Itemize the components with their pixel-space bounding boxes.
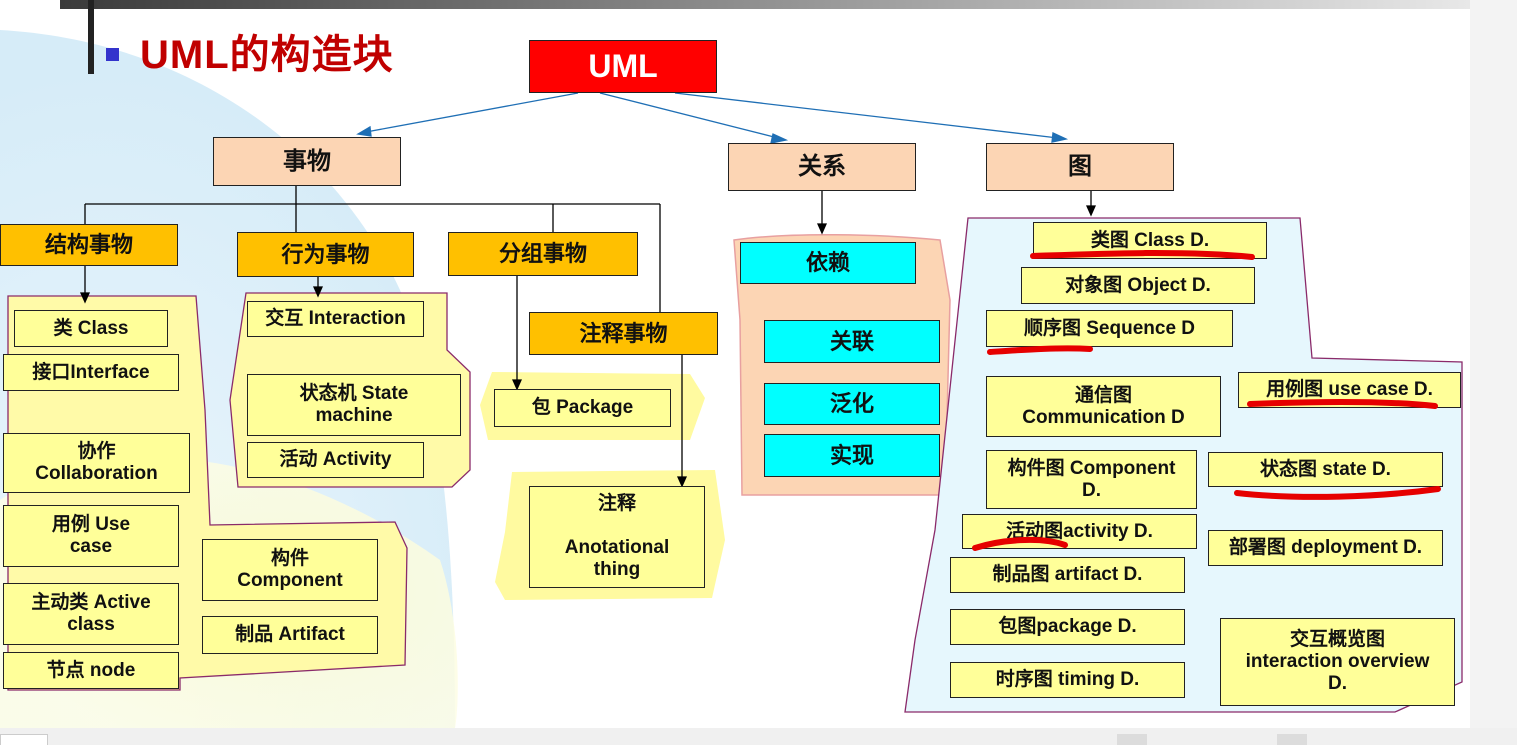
relations-category-box: 关系 bbox=[728, 143, 916, 191]
item-active-class: 主动类 Active class bbox=[3, 583, 179, 645]
underline-use-case-diagram bbox=[1247, 399, 1438, 409]
annotation-overlay bbox=[972, 250, 1441, 551]
title-vertical-bar bbox=[88, 0, 94, 74]
grouping-things-box: 分组事物 bbox=[448, 232, 638, 276]
item-component: 构件 Component bbox=[202, 539, 378, 601]
arrowhead-relations bbox=[770, 133, 789, 144]
arrowhead-diagrams bbox=[1051, 132, 1069, 143]
status-bar-button-right[interactable] bbox=[1277, 734, 1307, 745]
arrowhead-relations-items bbox=[816, 223, 828, 235]
item-interface: 接口Interface bbox=[3, 354, 179, 391]
connector-uml-diagrams bbox=[674, 92, 1059, 139]
bottom-status-bar bbox=[0, 728, 1517, 745]
uml-root-box: UML bbox=[529, 40, 717, 93]
diagram-communication: 通信图 Communication D bbox=[986, 376, 1221, 437]
title-bullet bbox=[106, 48, 119, 61]
slide-tab[interactable] bbox=[0, 734, 48, 745]
item-state-machine: 状态机 State machine bbox=[247, 374, 461, 436]
relations-region bbox=[733, 233, 951, 496]
relation-realization: 实现 bbox=[764, 434, 940, 477]
top-decor-bar bbox=[60, 0, 1470, 9]
arrowhead-structural-items bbox=[79, 292, 91, 304]
relation-generalization: 泛化 bbox=[764, 383, 940, 425]
arrowhead-behavioral-items bbox=[312, 286, 324, 298]
underline-activity-diagram bbox=[972, 536, 1068, 551]
arrowhead-diagrams-items bbox=[1085, 205, 1097, 217]
diagram-package: 包图package D. bbox=[950, 609, 1185, 645]
diagram-timing: 时序图 timing D. bbox=[950, 662, 1185, 698]
underline-class-diagram bbox=[1030, 250, 1255, 260]
annotational-things-box: 注释事物 bbox=[529, 312, 718, 355]
arrowhead-things bbox=[356, 125, 372, 137]
item-interaction: 交互 Interaction bbox=[247, 301, 424, 337]
connector-uml-things bbox=[365, 92, 579, 133]
connector-uml-relations bbox=[599, 92, 779, 139]
item-use-case: 用例 Use case bbox=[3, 505, 179, 567]
status-bar-button-left[interactable] bbox=[1117, 734, 1147, 745]
slide: UML的构造块 UML 事物 关系 图 结构事物 行为事物 分组事物 注释事物 … bbox=[0, 0, 1470, 728]
slide-title: UML的构造块 bbox=[140, 33, 394, 77]
item-node: 节点 node bbox=[3, 652, 179, 689]
diagram-object: 对象图 Object D. bbox=[1021, 267, 1255, 304]
underline-sequence-diagram bbox=[987, 345, 1093, 355]
right-side-pane bbox=[1470, 0, 1517, 728]
item-artifact: 制品 Artifact bbox=[202, 616, 378, 654]
item-package: 包 Package bbox=[494, 389, 671, 427]
relation-association: 关联 bbox=[764, 320, 940, 363]
relation-dependency: 依赖 bbox=[740, 242, 916, 284]
arrowhead-grouping-items bbox=[511, 379, 523, 391]
diagram-sequence: 顺序图 Sequence D bbox=[986, 310, 1233, 347]
item-class: 类 Class bbox=[14, 310, 168, 347]
diagram-interaction-overview: 交互概览图 interaction overview D. bbox=[1220, 618, 1455, 706]
item-activity: 活动 Activity bbox=[247, 442, 424, 478]
arrowhead-annotational-items bbox=[676, 476, 688, 488]
diagram-artifact: 制品图 artifact D. bbox=[950, 557, 1185, 593]
diagram-state: 状态图 state D. bbox=[1208, 452, 1443, 487]
behavioral-things-box: 行为事物 bbox=[237, 232, 414, 277]
item-annotational-thing: 注释 Anotational thing bbox=[529, 486, 705, 588]
underline-state-diagram bbox=[1234, 486, 1441, 500]
diagram-component: 构件图 Component D. bbox=[986, 450, 1197, 509]
diagram-deployment: 部署图 deployment D. bbox=[1208, 530, 1443, 566]
things-category-box: 事物 bbox=[213, 137, 401, 186]
item-collaboration: 协作 Collaboration bbox=[3, 433, 190, 493]
diagrams-category-box: 图 bbox=[986, 143, 1174, 191]
structural-things-box: 结构事物 bbox=[0, 224, 178, 266]
